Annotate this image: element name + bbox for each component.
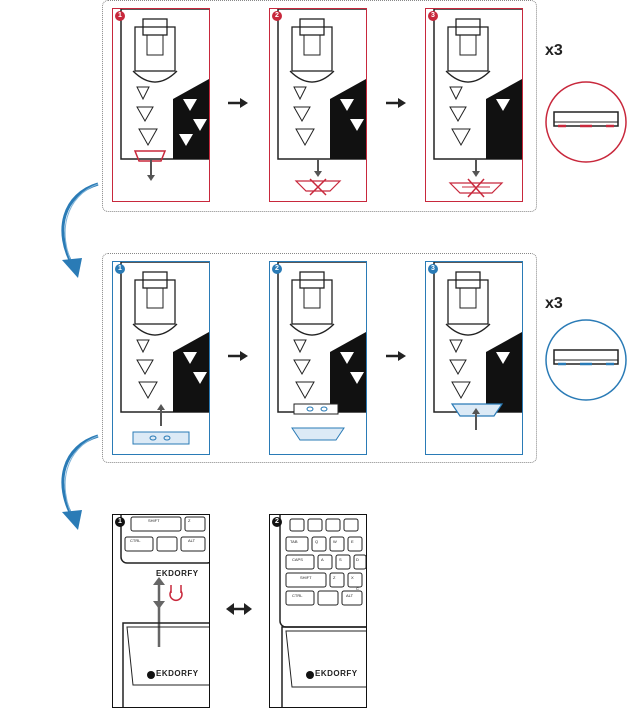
foot-detail-zoom-icon <box>545 319 627 401</box>
brand-label: EKDORFY <box>315 669 358 678</box>
brand-label: EKDORFY <box>156 569 199 578</box>
key-label: S <box>339 557 342 562</box>
removal-steps-box <box>102 0 537 212</box>
key-label: TAB <box>290 539 298 544</box>
installation-steps-box <box>102 253 537 463</box>
step-badge-3: 3 <box>428 11 438 21</box>
key-label: Z <box>333 575 336 580</box>
arrow-right-icon <box>228 98 248 108</box>
brand-label: EKDORFY <box>156 669 199 678</box>
removal-step-1-panel <box>112 8 210 202</box>
step-badge-1: 1 <box>115 264 125 274</box>
key-label: D <box>356 557 359 562</box>
arrow-right-icon <box>228 351 248 361</box>
foot-detail-zoom-icon <box>545 81 627 163</box>
install-step-2-panel <box>269 261 367 455</box>
key-label: Z <box>188 518 191 523</box>
step-badge-1: 1 <box>115 11 125 21</box>
install-step-3-panel <box>425 261 523 455</box>
keyboard-underside-illustration <box>433 9 522 198</box>
key-label: CTRL <box>292 593 303 598</box>
key-label: X <box>351 575 354 580</box>
step-badge-1: 1 <box>115 517 125 527</box>
step-badge-2: 2 <box>272 264 282 274</box>
curved-arrow-down-icon <box>61 434 99 530</box>
key-label: SHIFT <box>300 575 312 580</box>
arrow-right-icon <box>386 351 406 361</box>
step-badge-3: 3 <box>428 264 438 274</box>
curved-arrow-down-icon <box>61 182 99 278</box>
repeat-count-label: x3 <box>545 42 563 59</box>
double-arrow-icon <box>226 603 252 615</box>
removal-step-2-panel <box>269 8 367 202</box>
keyboard-palm-rest-illustration <box>120 515 209 707</box>
arrow-right-icon <box>386 98 406 108</box>
key-label: ALT <box>188 538 196 543</box>
keyboard-underside-illustration <box>120 9 209 181</box>
key-label: A <box>321 557 324 562</box>
repeat-count-label: x3 <box>545 295 563 312</box>
palm-rest-step-1-panel <box>112 514 210 708</box>
install-step-1-panel <box>112 261 210 455</box>
keyboard-underside-illustration <box>120 262 209 445</box>
key-label: Q <box>315 539 319 544</box>
keyboard-underside-illustration <box>277 262 366 441</box>
key-label: W <box>333 539 337 544</box>
key-label: C <box>356 586 359 591</box>
keyboard-underside-illustration <box>277 9 366 196</box>
key-label: E <box>351 539 354 544</box>
palm-rest-step-2-panel <box>269 514 367 708</box>
key-label: ALT <box>346 593 354 598</box>
step-badge-2: 2 <box>272 11 282 21</box>
step-badge-2: 2 <box>272 517 282 527</box>
key-label: SHIFT <box>148 518 160 523</box>
keyboard-with-palm-rest-illustration <box>279 515 366 707</box>
keyboard-underside-illustration <box>433 262 522 430</box>
removal-step-3-panel <box>425 8 523 202</box>
key-label: CAPS <box>292 557 303 562</box>
key-label: CTRL <box>130 538 141 543</box>
